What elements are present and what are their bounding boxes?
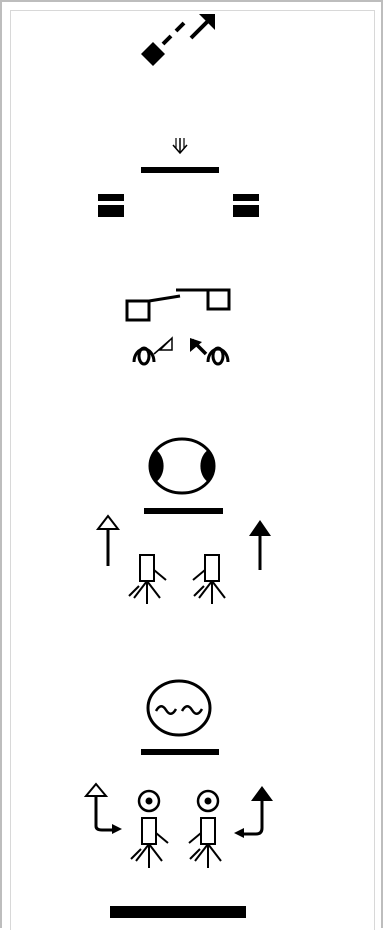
connector-line-icon [149, 296, 180, 301]
sign-bar-with-down-arrow [96, 136, 266, 222]
bottom-thick-bar [110, 906, 246, 918]
arrow-up-right-icon [191, 14, 215, 38]
small-down-arrow-icon [173, 138, 187, 153]
circular-arrow-right-icon [190, 338, 228, 364]
double-dash-right-icon [233, 194, 259, 217]
face-tilde-eyes-icon [148, 681, 210, 735]
sign-face-with-filled-sides [90, 436, 280, 616]
dashed-line-icon [163, 23, 184, 44]
hollow-curved-arrow-icon [86, 784, 122, 834]
diamond-shape-icon [141, 42, 165, 66]
hand-left-icon [129, 555, 166, 604]
horizontal-bar-icon [144, 508, 223, 514]
square-left-icon [127, 301, 149, 320]
double-dash-left-icon [98, 194, 124, 217]
face-filled-sides-icon [150, 439, 214, 493]
figure-left-icon [131, 791, 168, 868]
sign-offset-squares [120, 284, 240, 374]
hollow-up-arrow-icon [98, 516, 118, 566]
filled-curved-arrow-icon [234, 786, 273, 838]
sign-diamond-with-arrow [135, 14, 220, 74]
horizontal-bar-icon [141, 749, 219, 755]
figure-right-icon [189, 791, 221, 868]
hand-right-icon [193, 555, 225, 604]
square-right-icon [208, 290, 229, 309]
sign-face-with-tilde-eyes [84, 678, 284, 878]
filled-up-arrow-icon [249, 520, 271, 570]
circular-arrow-left-icon [134, 338, 172, 364]
horizontal-bar-icon [141, 167, 219, 173]
